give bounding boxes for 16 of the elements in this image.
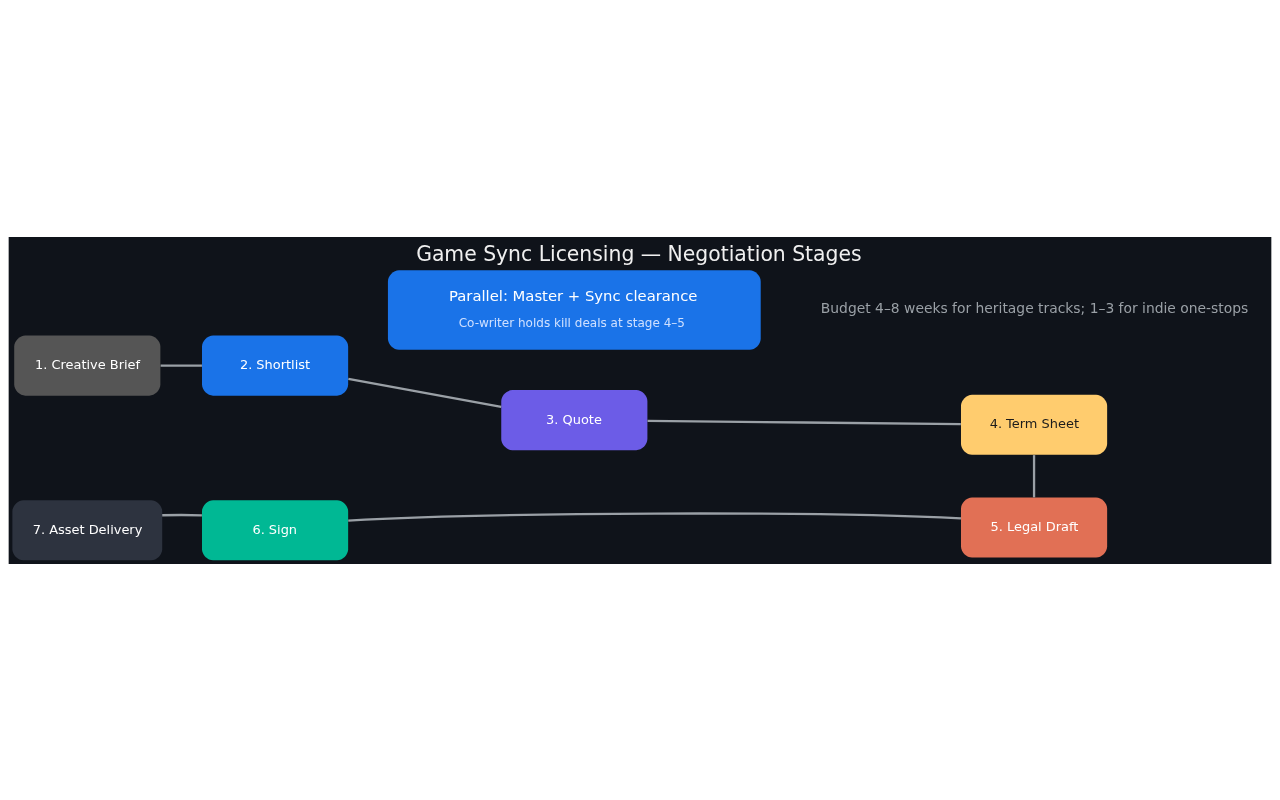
node-box: 7. Asset Delivery bbox=[12, 499, 163, 560]
connector bbox=[348, 377, 502, 408]
node-box: 6. Sign bbox=[202, 499, 349, 560]
caption: Budget 4–8 weeks for heritage tracks; 1–3 for indie one-stops bbox=[820, 299, 1249, 316]
connector bbox=[647, 419, 961, 425]
connector bbox=[162, 513, 202, 516]
node-box: 2. Shortlist bbox=[202, 335, 349, 396]
connector bbox=[160, 363, 202, 367]
node-box: Parallel: Master + Sync clearance Co-writer holds kill deals at stage 4–5 bbox=[387, 269, 761, 350]
connector bbox=[1032, 454, 1036, 497]
node-box: 3. Quote bbox=[501, 389, 648, 450]
node-box: 4. Term Sheet bbox=[961, 394, 1108, 455]
node-box: 5. Legal Draft bbox=[961, 496, 1108, 557]
connector bbox=[348, 511, 961, 522]
diagram-title: Game Sync Licensing — Negotiation Stages bbox=[416, 241, 862, 266]
node-box: 1. Creative Brief bbox=[14, 335, 161, 396]
